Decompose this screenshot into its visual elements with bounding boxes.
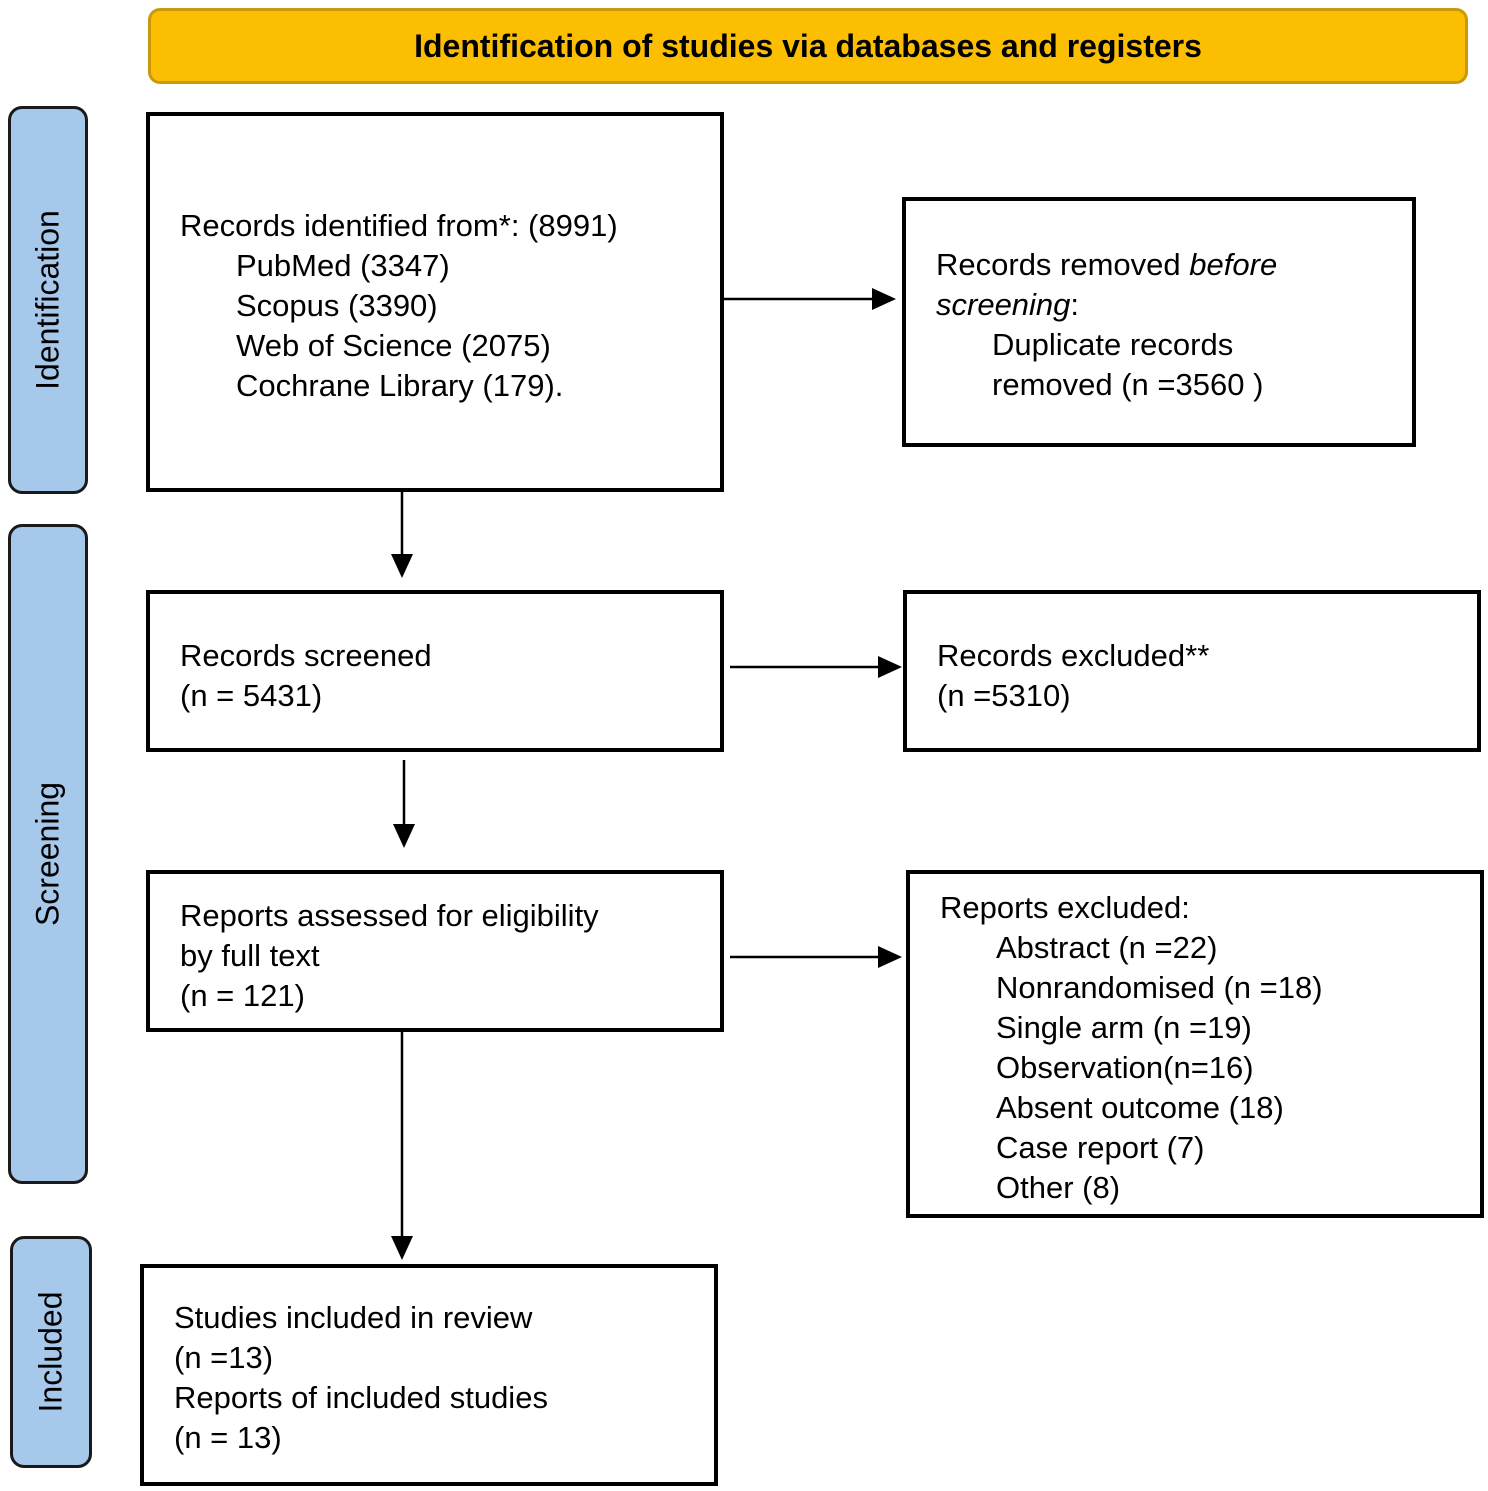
studies-included-box: Studies included in review (n =13) Repor… (140, 1264, 718, 1486)
reports-assessed-line-2: by full text (180, 938, 320, 973)
stage-screening: Screening (8, 524, 88, 1184)
reports-assessed-box: Reports assessed for eligibility by full… (146, 870, 724, 1032)
records-identified-box: Records identified from*: (8991) PubMed … (146, 112, 724, 492)
studies-included-line-2: (n =13) (174, 1340, 274, 1375)
banner-title: Identification of studies via databases … (414, 27, 1202, 64)
stage-banner: Identification of studies via databases … (148, 8, 1468, 84)
records-identified-heading: Records identified from*: (8991) (180, 208, 618, 243)
records-screened-line-1: Records screened (180, 638, 432, 673)
reports-assessed-line-1: Reports assessed for eligibility (180, 898, 599, 933)
records-screened-box: Records screened (n = 5431) (146, 590, 724, 752)
records-removed-emphasis-1: before (1189, 247, 1278, 282)
arrow-screened-to-assessed-head (393, 824, 415, 848)
reason-case-report: Case report (7) (996, 1130, 1205, 1165)
reports-excluded-heading: Reports excluded: (940, 890, 1190, 925)
stage-identification: Identification (8, 106, 88, 494)
source-scopus: Scopus (3390) (236, 288, 438, 323)
studies-included-line-4: (n = 13) (174, 1420, 282, 1455)
records-removed-detail-1: Duplicate records (992, 327, 1234, 362)
reports-excluded-box: Reports excluded: Abstract (n =22) Nonra… (906, 870, 1484, 1218)
reason-abstract: Abstract (n =22) (996, 930, 1218, 965)
arrow-screened-to-excluded-head (878, 656, 902, 678)
arrow-assessed-to-excluded-head (878, 946, 902, 968)
stage-included: Included (10, 1236, 92, 1468)
records-excluded-line-1: Records excluded** (937, 638, 1210, 673)
records-removed-suffix: : (1070, 287, 1080, 322)
source-pubmed: PubMed (3347) (236, 248, 450, 283)
reports-assessed-line-3: (n = 121) (180, 978, 305, 1013)
source-web-of-science: Web of Science (2075) (236, 328, 551, 363)
reason-nonrandomised: Nonrandomised (n =18) (996, 970, 1323, 1005)
source-cochrane: Cochrane Library (179). (236, 368, 564, 403)
reason-single-arm: Single arm (n =19) (996, 1010, 1252, 1045)
records-excluded-line-2: (n =5310) (937, 678, 1071, 713)
reason-absent-outcome: Absent outcome (18) (996, 1090, 1284, 1125)
records-removed-emphasis-2: screening (936, 287, 1071, 322)
records-removed-detail-2: removed (n =3560 ) (992, 367, 1264, 402)
arrow-identified-to-removed-head (872, 288, 896, 310)
studies-included-line-1: Studies included in review (174, 1300, 533, 1335)
records-screened-line-2: (n = 5431) (180, 678, 323, 713)
records-removed-box: Records removed before screening: Duplic… (902, 197, 1416, 447)
reason-other: Other (8) (996, 1170, 1121, 1205)
reason-observation: Observation(n=16) (996, 1050, 1254, 1085)
studies-included-line-3: Reports of included studies (174, 1380, 548, 1415)
records-removed-prefix: Records removed (936, 247, 1190, 282)
arrow-identified-to-screened-head (391, 554, 413, 578)
records-removed-title: Records removed before (936, 245, 1412, 285)
arrow-assessed-to-included-head (391, 1236, 413, 1260)
records-excluded-box: Records excluded** (n =5310) (903, 590, 1481, 752)
records-removed-title-2: screening: (936, 285, 1412, 325)
